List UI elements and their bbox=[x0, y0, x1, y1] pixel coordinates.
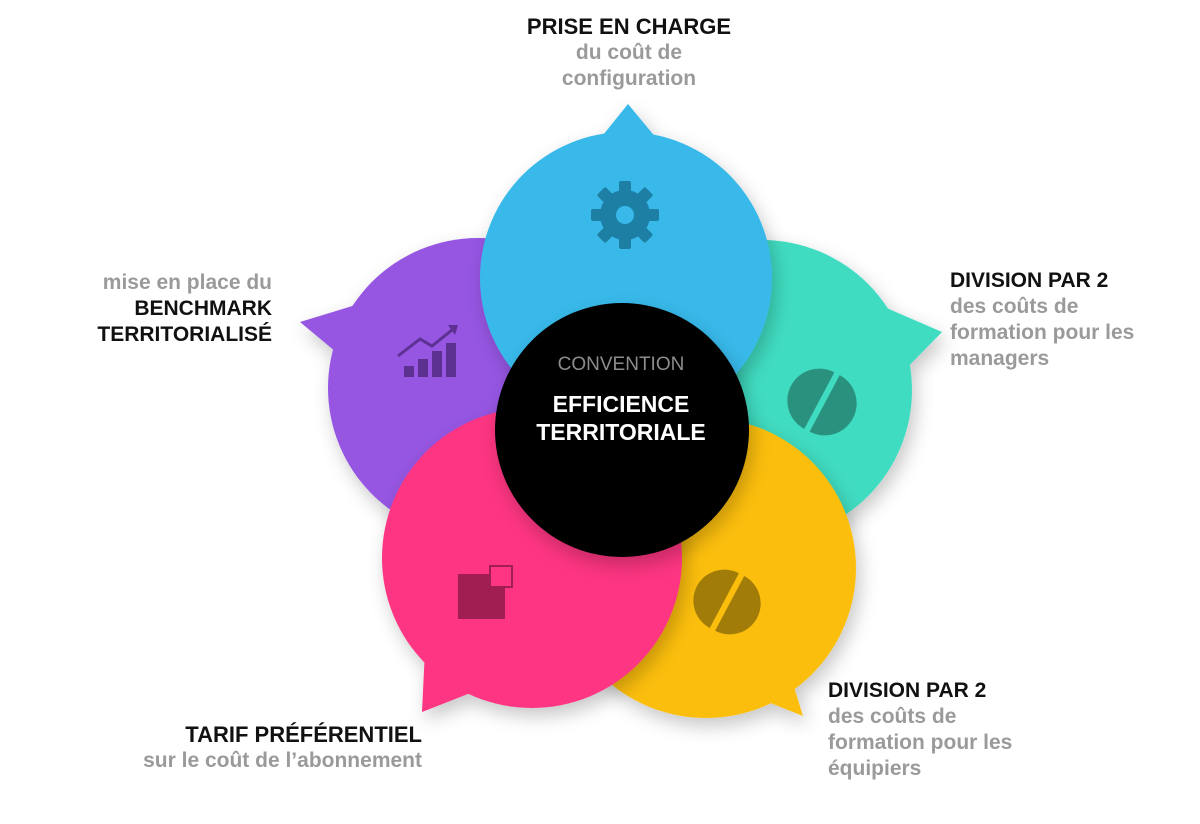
pill-icon bbox=[693, 569, 761, 635]
center-title-line-1: EFFICIENCE bbox=[552, 391, 690, 417]
label-bottom-right-sub-2: formation pour les bbox=[828, 731, 1013, 754]
label-bottom-right: DIVISION PAR 2 des coûts de formation po… bbox=[828, 678, 1078, 782]
squares-icon bbox=[458, 565, 513, 619]
label-right-sub-3: managers bbox=[950, 347, 1050, 370]
label-bottom-right-sub-1: des coûts de bbox=[828, 705, 957, 728]
label-top-sub-2: configuration bbox=[561, 67, 697, 90]
label-right: DIVISION PAR 2 des coûts de formation po… bbox=[950, 268, 1190, 372]
pill-icon bbox=[787, 368, 857, 436]
label-left-heading-1: BENCHMARK bbox=[134, 297, 272, 320]
gear-icon bbox=[591, 181, 659, 249]
label-bottom-left: TARIF PRÉFÉRENTIEL sur le coût de l’abon… bbox=[60, 722, 422, 774]
label-bottom-left-sub-1: sur le coût de l’abonnement bbox=[143, 749, 422, 772]
center-circle bbox=[495, 303, 749, 557]
label-top-sub-1: du coût de bbox=[575, 41, 683, 64]
label-bottom-right-heading: DIVISION PAR 2 bbox=[828, 679, 987, 702]
label-right-sub-2: formation pour les bbox=[950, 321, 1135, 344]
center-pre-title: CONVENTION bbox=[557, 354, 685, 375]
label-top-heading: PRISE EN CHARGE bbox=[526, 14, 732, 39]
center-title-line-2: TERRITORIALE bbox=[536, 419, 706, 445]
growth-chart-icon bbox=[397, 325, 458, 377]
label-left-pre: mise en place du bbox=[102, 271, 272, 294]
label-bottom-right-sub-3: équipiers bbox=[828, 757, 922, 780]
center-label: CONVENTION EFFICIENCE TERRITORIALE bbox=[494, 310, 748, 446]
label-right-heading: DIVISION PAR 2 bbox=[950, 269, 1109, 292]
label-left: mise en place du BENCHMARK TERRITORIALIS… bbox=[30, 270, 272, 348]
label-right-sub-1: des coûts de bbox=[950, 295, 1079, 318]
label-bottom-left-heading: TARIF PRÉFÉRENTIEL bbox=[185, 722, 422, 747]
label-left-heading-2: TERRITORIALISÉ bbox=[97, 323, 272, 346]
label-top: PRISE EN CHARGE du coût de configuration bbox=[510, 14, 748, 92]
